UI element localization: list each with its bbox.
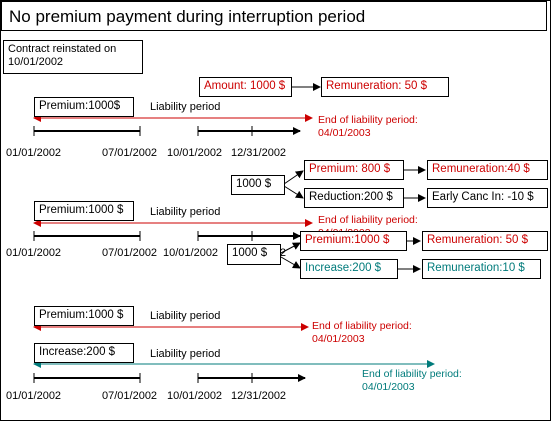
amount-box: Amount: 1000 $ [199,77,292,97]
source-box-3: 1000 $ [227,244,281,265]
date-2-c: 10/01/2002 [163,247,219,259]
early-cancel-box: Early Canc In: -10 $ [427,188,548,208]
timeline-3 [33,373,306,383]
premium-box-1: Premium:1000$ [34,97,134,117]
liability-label-2: Liability period [150,206,221,218]
end-liability-3-line1: End of liability period: [312,320,412,332]
remuneration-box-3: Remuneration: 50 $ [422,231,548,251]
end-liability-2-line1: End of liability period: [318,214,418,226]
date-1-b: 07/01/2002 [102,147,158,159]
remuneration-box: Remuneration: 50 $ [321,77,449,97]
arrow-source-premium-3 [280,242,301,254]
date-3-d: 12/31/2002 [231,390,287,402]
date-1-d: 12/31/2002 [231,147,287,159]
liability-label-1: Liability period [150,101,221,113]
timeline-2 [33,231,301,241]
premium-box-2: Premium: 800 $ [304,160,404,180]
liability-label-3: Liability period [150,310,221,322]
arrow-source-reduction-2 [283,185,304,199]
increase-box-3: Increase:200 $ [300,259,398,279]
remuneration-inc-box: Remuneration:10 $ [422,259,541,279]
end-liability-4-line1: End of liability period: [362,368,462,380]
premium-box-2-left: Premium:1000 $ [34,201,134,221]
premium-box-3: Premium:1000 $ [300,231,407,251]
contract-note: Contract reinstated on 10/01/2002 [3,40,143,74]
end-liability-3-line2: 04/01/2003 [312,332,365,345]
date-2-b: 07/01/2002 [102,247,158,259]
end-liability-4-line2: 04/01/2003 [362,380,415,393]
liability-label-4: Liability period [150,348,221,360]
date-3-b: 07/01/2002 [102,390,158,402]
end-liability-3: End of liability period:04/01/2003 [312,320,412,345]
end-liability-1: End of liability period:04/01/2003 [318,114,418,139]
date-3-c: 10/01/2002 [167,390,223,402]
end-liability-1-line1: End of liability period: [318,114,418,126]
date-1-a: 01/01/2002 [6,147,62,159]
timeline-1 [33,126,301,136]
date-3-a: 01/01/2002 [6,390,62,402]
increase-box-3-left: Increase:200 $ [34,343,134,363]
arrow-source-increase-3 [280,256,301,269]
end-liability-1-line2: 04/01/2003 [318,126,371,139]
date-1-c: 10/01/2002 [167,147,223,159]
reduction-box: Reduction:200 $ [304,188,404,208]
arrow-source-premium-2 [283,170,304,185]
page-title: No premium payment during interruption p… [1,1,547,31]
contract-note-text: Contract reinstated on 10/01/2002 [8,43,117,68]
end-liability-4: End of liability period:04/01/2003 [362,368,462,393]
remuneration-box-2: Remuneration:40 $ [427,160,548,180]
premium-box-3-left: Premium:1000 $ [34,306,134,326]
date-2-a: 01/01/2002 [6,247,62,259]
source-box-2: 1000 $ [231,175,285,195]
